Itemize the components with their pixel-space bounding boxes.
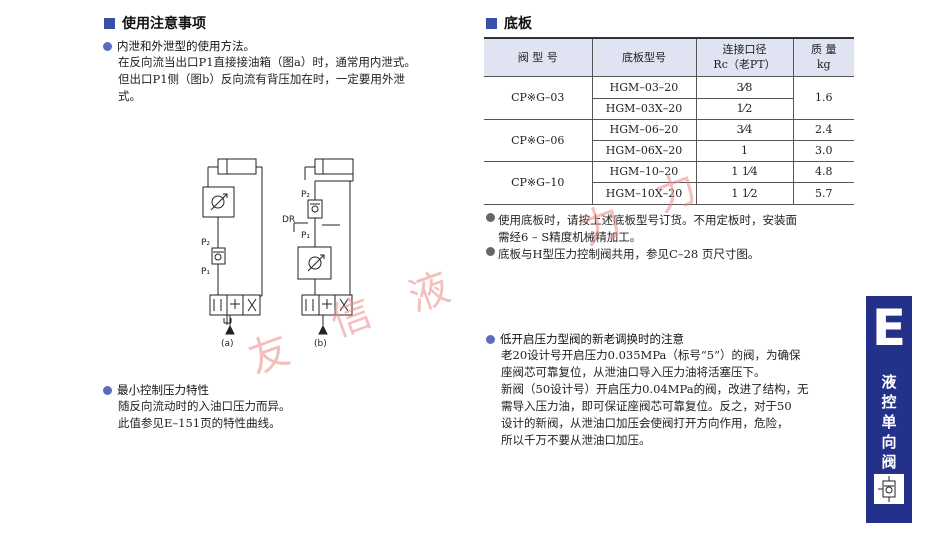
table-row: CP※G–10 HGM–10–20 1 1⁄4 4.8 [484,161,854,205]
port-label-dr: DR [282,215,295,225]
hydraulic-circuit-diagram: P₂ P₁ P₂ P₁ DR (a) (b) [201,158,354,349]
figure-label-a: (a) [221,339,234,349]
chapter-letter: E [871,299,907,357]
watermark-char: 液 [402,264,457,322]
leak-paragraph: 在反向流当出口P1直接接油箱（图a）时，通常用内泄式。 但出口P1侧（图b）反向… [118,55,416,103]
table-row: HGM–03X–20 1⁄2 [484,98,854,120]
bullet-heading-low-pressure: 低开启压力型阀的新老调换时的注意 [486,331,684,347]
check-valve-icon [874,474,904,504]
bullet-heading-min-pressure: 最小控制压力特性 [103,382,209,398]
left-section-title: 使用注意事项 [104,13,206,33]
bullet-dot-icon [103,41,112,51]
port-label-p2-a: P₂ [201,238,210,248]
section-square-icon [486,17,497,29]
note-item: 使用底板时，请按上述底板型号订货。不用定板时，安装面 [486,212,858,229]
table-row: HGM–06X–20 1 3.0 [484,140,854,162]
header-valve-model: 阀 型 号 [484,38,593,77]
header-plate-model: 底板型号 [592,38,697,77]
table-row: HGM–10X–20 1 1⁄2 5.7 [484,182,854,205]
right-section-title: 底板 [486,13,532,33]
min-pressure-paragraph: 随反向流动时的入油口压力而异。 此值参见E–151页的特性曲线。 [118,399,291,430]
bullet-dot-icon [103,385,112,395]
note-item: 底板与H型压力控制阀共用，参见C–28 页尺寸图。 [486,246,858,263]
table-row: CP※G–06 HGM–06–20 3⁄4 2.4 [484,119,854,162]
figure-label-b: (b) [314,339,327,349]
note-dot-icon [486,213,495,222]
note-dot-icon [486,247,495,256]
table-notes: 使用底板时，请按上述底板型号订货。不用定板时，安装面 需经6 – S精度机械精加… [486,212,858,263]
port-label-p1-a: P₁ [201,267,210,277]
low-pressure-paragraph: 老20设计号开启压力0.035MPa（标号“5”）的阀，为确保 座阀芯可靠复位，… [501,348,809,447]
port-label-p1-b: P₁ [301,231,310,241]
table-row: CP※G–03 HGM–03–20 3⁄8 1.6 [484,76,854,120]
chapter-title: 液 控 单 向 阀 [881,373,897,471]
chapter-side-tab: E 液 控 单 向 阀 [866,296,912,523]
bullet-heading-leak: 内泄和外泄型的使用方法。 [103,38,255,54]
section-square-icon [104,17,115,29]
port-label-p2-b: P₂ [301,190,310,200]
bullet-dot-icon [486,334,495,344]
